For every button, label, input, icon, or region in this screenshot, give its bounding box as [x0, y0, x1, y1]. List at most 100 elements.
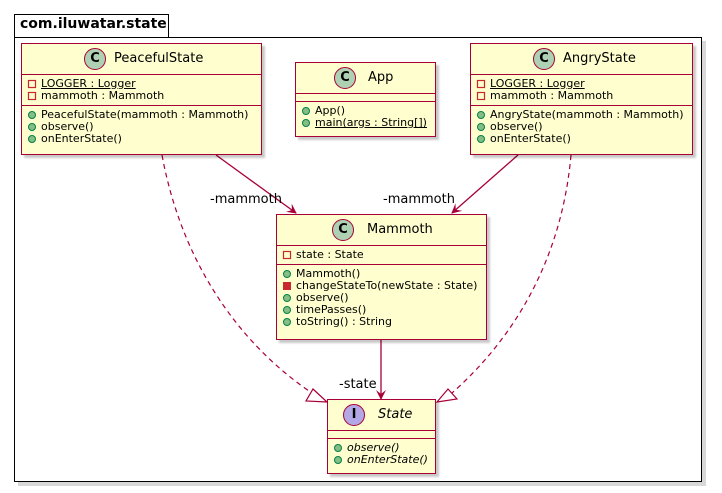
- class-header: C PeacefulState: [22, 44, 261, 75]
- attribute-row: state : State: [282, 249, 486, 261]
- class-badge-icon: C: [334, 67, 356, 89]
- edge-label-mammoth-state: -state: [339, 377, 377, 392]
- private-field-icon: [27, 91, 37, 101]
- attribute-text: LOGGER : Logger: [41, 77, 136, 90]
- edge-label-angry-mammoth: -mammoth: [383, 192, 455, 207]
- attribute-row: LOGGER : Logger: [476, 78, 692, 90]
- method-row: changeStateTo(newState : State): [282, 280, 486, 292]
- public-method-icon: [334, 444, 342, 452]
- attributes-section: state : State: [277, 246, 486, 265]
- realization-peaceful-to-state: [161, 154, 313, 394]
- method-text: App(): [315, 104, 346, 117]
- method-text: changeStateTo(newState : State): [296, 279, 478, 292]
- method-text: AngryState(mammoth : Mammoth): [490, 108, 684, 121]
- method-row: PeacefulState(mammoth : Mammoth): [27, 109, 261, 121]
- private-field-icon: [27, 79, 37, 89]
- public-method-icon: [283, 318, 291, 326]
- attributes-section: LOGGER : Logger mammoth : Mammoth: [22, 75, 261, 106]
- class-badge-icon: C: [533, 48, 555, 70]
- method-row: observe(): [476, 121, 692, 133]
- methods-section: observe() onEnterState(): [328, 439, 435, 469]
- method-row: timePasses(): [282, 304, 486, 316]
- attribute-text: mammoth : Mammoth: [490, 89, 614, 102]
- attribute-text: state : State: [296, 248, 364, 261]
- class-name: Mammoth: [367, 222, 433, 237]
- package-tab: [14, 14, 169, 38]
- attributes-section: LOGGER : Logger mammoth : Mammoth: [471, 75, 692, 106]
- interface-name: State: [378, 407, 413, 422]
- method-row: observe(): [27, 121, 261, 133]
- method-row: Mammoth(): [282, 268, 486, 280]
- public-method-icon: [334, 456, 342, 464]
- method-row: AngryState(mammoth : Mammoth): [476, 109, 692, 121]
- interface-state[interactable]: I State observe() onEnterState(): [327, 399, 436, 474]
- public-method-icon: [283, 270, 291, 278]
- method-text: timePasses(): [296, 303, 367, 316]
- class-badge-icon: C: [84, 48, 106, 70]
- class-name: App: [368, 70, 394, 85]
- methods-section: App() main(args : String[]): [296, 102, 435, 132]
- method-row: App(): [301, 105, 435, 117]
- public-method-icon: [477, 111, 485, 119]
- class-header: I State: [328, 400, 435, 431]
- method-text: PeacefulState(mammoth : Mammoth): [41, 108, 249, 121]
- methods-section: AngryState(mammoth : Mammoth) observe() …: [471, 106, 692, 148]
- method-text: onEnterState(): [490, 132, 571, 145]
- attribute-text: LOGGER : Logger: [490, 77, 585, 90]
- attributes-section: [296, 94, 435, 102]
- class-badge-icon: C: [332, 219, 354, 241]
- class-angrystate[interactable]: C AngryState LOGGER : Logger mammoth : M…: [470, 43, 693, 155]
- edge-label-peaceful-mammoth: -mammoth: [210, 192, 282, 207]
- method-row: observe(): [282, 292, 486, 304]
- method-row: onEnterState(): [476, 133, 692, 145]
- methods-section: PeacefulState(mammoth : Mammoth) observe…: [22, 106, 261, 148]
- realization-peaceful-arrowhead: [304, 388, 329, 403]
- private-method-icon: [283, 282, 291, 290]
- method-row: onEnterState(): [27, 133, 261, 145]
- private-field-icon: [282, 250, 292, 260]
- class-app[interactable]: C App App() main(args : String[]): [295, 62, 436, 137]
- attributes-section: [328, 431, 435, 439]
- method-text: toString() : String: [296, 315, 392, 328]
- method-text: onEnterState(): [347, 453, 428, 466]
- method-text: observe(): [490, 120, 543, 133]
- method-row: toString() : String: [282, 316, 486, 328]
- attribute-text: mammoth : Mammoth: [41, 89, 165, 102]
- edge-angry-to-mammoth: [451, 154, 519, 214]
- methods-section: Mammoth() changeStateTo(newState : State…: [277, 265, 486, 331]
- class-mammoth[interactable]: C Mammoth state : State Mammoth() change…: [276, 214, 487, 340]
- class-header: C AngryState: [471, 44, 692, 75]
- method-text: observe(): [347, 441, 400, 454]
- public-method-icon: [477, 135, 485, 143]
- realization-angry-arrowhead: [435, 388, 459, 403]
- class-name: AngryState: [563, 51, 636, 66]
- public-method-icon: [28, 123, 36, 131]
- class-name: PeacefulState: [114, 51, 204, 66]
- method-row: main(args : String[]): [301, 117, 435, 129]
- public-method-icon: [302, 107, 310, 115]
- class-header: C Mammoth: [277, 215, 486, 246]
- method-row: onEnterState(): [333, 454, 435, 466]
- class-peacefulstate[interactable]: C PeacefulState LOGGER : Logger mammoth …: [21, 43, 262, 155]
- interface-badge-icon: I: [343, 404, 365, 426]
- method-text: observe(): [296, 291, 349, 304]
- class-header: C App: [296, 63, 435, 94]
- method-row: observe(): [333, 442, 435, 454]
- private-field-icon: [476, 79, 486, 89]
- method-text: Mammoth(): [296, 267, 361, 280]
- method-text: observe(): [41, 120, 94, 133]
- public-method-icon: [302, 119, 310, 127]
- edge-peaceful-to-mammoth: [215, 154, 297, 214]
- attribute-row: mammoth : Mammoth: [476, 90, 692, 102]
- method-text: main(args : String[]): [315, 116, 427, 129]
- public-method-icon: [28, 111, 36, 119]
- package-name: com.iluwatar.state: [20, 16, 167, 32]
- public-method-icon: [283, 306, 291, 314]
- public-method-icon: [477, 123, 485, 131]
- attribute-row: mammoth : Mammoth: [27, 90, 261, 102]
- realization-angry-to-state: [451, 154, 572, 394]
- public-method-icon: [283, 294, 291, 302]
- private-field-icon: [476, 91, 486, 101]
